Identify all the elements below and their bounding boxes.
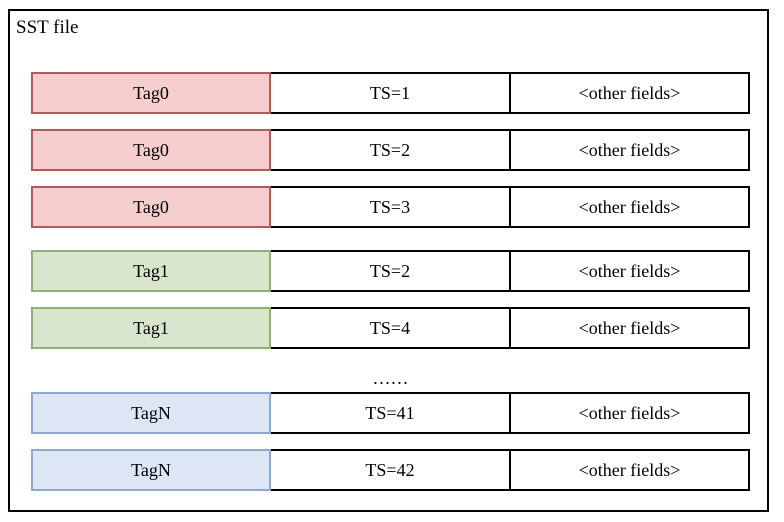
table-row: Tag0 TS=2 <other fields> (31, 129, 750, 171)
record-tag-cell: Tag1 (31, 250, 271, 292)
sst-file-diagram: SST file Tag0 TS=1 <other fields> Tag0 T… (8, 9, 769, 512)
record-timestamp-cell: TS=2 (271, 129, 511, 171)
record-timestamp-cell: TS=4 (271, 307, 511, 349)
record-timestamp-cell: TS=1 (271, 72, 511, 114)
table-row: Tag1 TS=2 <other fields> (31, 250, 750, 292)
record-timestamp-cell: TS=3 (271, 186, 511, 228)
table-row: Tag0 TS=1 <other fields> (31, 72, 750, 114)
record-tag-cell: TagN (31, 449, 271, 491)
record-other-fields-cell: <other fields> (511, 250, 750, 292)
record-other-fields-cell: <other fields> (511, 72, 750, 114)
page-title: SST file (16, 17, 79, 38)
record-timestamp-cell: TS=2 (271, 250, 511, 292)
table-row: TagN TS=42 <other fields> (31, 449, 750, 491)
record-timestamp-cell: TS=42 (271, 449, 511, 491)
record-tag-cell: Tag0 (31, 129, 271, 171)
record-tag-cell: Tag1 (31, 307, 271, 349)
record-other-fields-cell: <other fields> (511, 449, 750, 491)
record-other-fields-cell: <other fields> (511, 307, 750, 349)
table-row: TagN TS=41 <other fields> (31, 392, 750, 434)
records-ellipsis: …… (372, 367, 409, 388)
record-tag-cell: Tag0 (31, 186, 271, 228)
record-other-fields-cell: <other fields> (511, 129, 750, 171)
record-other-fields-cell: <other fields> (511, 392, 750, 434)
record-tag-cell: TagN (31, 392, 271, 434)
record-other-fields-cell: <other fields> (511, 186, 750, 228)
table-row: Tag0 TS=3 <other fields> (31, 186, 750, 228)
record-timestamp-cell: TS=41 (271, 392, 511, 434)
table-row: Tag1 TS=4 <other fields> (31, 307, 750, 349)
record-tag-cell: Tag0 (31, 72, 271, 114)
